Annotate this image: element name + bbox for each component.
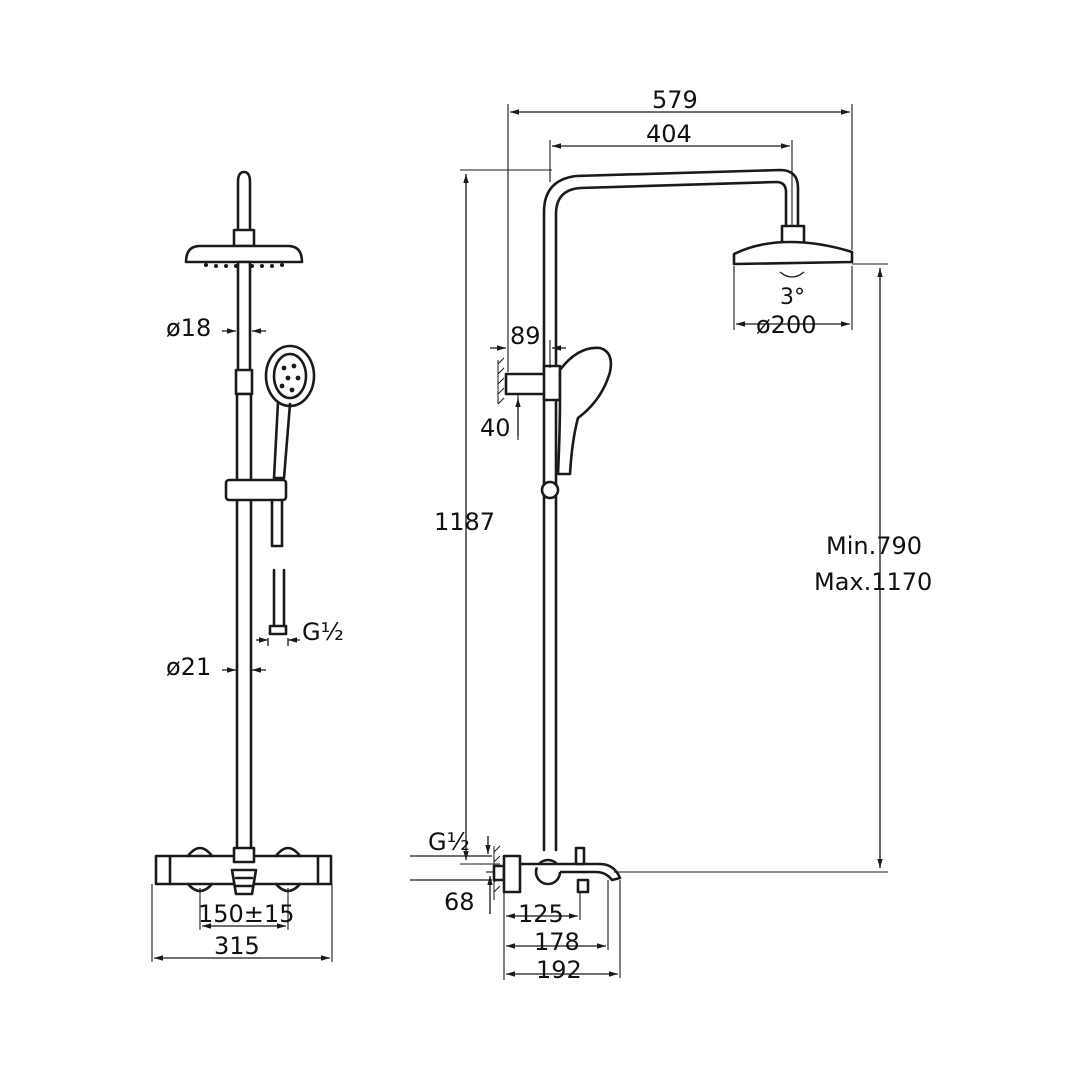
- arm-reach-label: 404: [646, 120, 692, 148]
- side-hand-shower: [556, 346, 613, 476]
- inlet-height-label: 68: [444, 888, 475, 916]
- rod-coupler: [234, 368, 254, 396]
- spout-c-label: 192: [536, 956, 582, 984]
- hose-nut: [268, 624, 288, 636]
- front-view: ø18 G½ ø21 150±15 315: [151, 170, 344, 962]
- head-dia-label: ø200: [756, 311, 817, 339]
- shower-hose: [270, 498, 284, 548]
- side-riser: [542, 168, 800, 852]
- spout-b-label: 178: [534, 928, 580, 956]
- head-nozzles: [204, 263, 284, 268]
- side-view: 579 404 89 40 1187 Min.790 Max.1170 3° ø…: [410, 86, 932, 984]
- height-max-label: Max.1170: [814, 568, 932, 596]
- side-riser-inner: [554, 180, 788, 852]
- overhead-shower-head: [184, 244, 304, 264]
- head-angle-label: 3°: [780, 285, 805, 310]
- total-height-label: 1187: [434, 508, 495, 536]
- arm-overall-label: 579: [652, 86, 698, 114]
- hose-thread-label: G½: [302, 618, 344, 646]
- wall-bracket: [497, 357, 562, 405]
- mixer-spacing-label: 150±15: [198, 900, 294, 928]
- slider-bracket: [224, 478, 288, 502]
- mixer-width-label: 315: [214, 932, 260, 960]
- head-connector: [232, 228, 256, 248]
- rod-dia-top-label: ø18: [166, 314, 211, 342]
- bath-mixer-side: [492, 845, 622, 900]
- thermostatic-mixer-front: [154, 846, 333, 896]
- wall-offset-label: 89: [510, 322, 541, 350]
- spout-a-label: 125: [518, 900, 564, 928]
- rod-dia-bottom-label: ø21: [166, 653, 211, 681]
- height-min-label: Min.790: [826, 532, 922, 560]
- shower-arm-stem: [236, 170, 252, 234]
- side-slider-knob: [540, 480, 560, 500]
- hose-lower: [272, 568, 286, 628]
- riser-rod-upper: [236, 260, 252, 374]
- inlet-thread-label: G½: [428, 828, 470, 856]
- bracket-height-label: 40: [480, 414, 511, 442]
- hand-shower: [264, 344, 316, 480]
- side-overhead-head: [732, 240, 854, 266]
- riser-rod-lower: [235, 392, 253, 851]
